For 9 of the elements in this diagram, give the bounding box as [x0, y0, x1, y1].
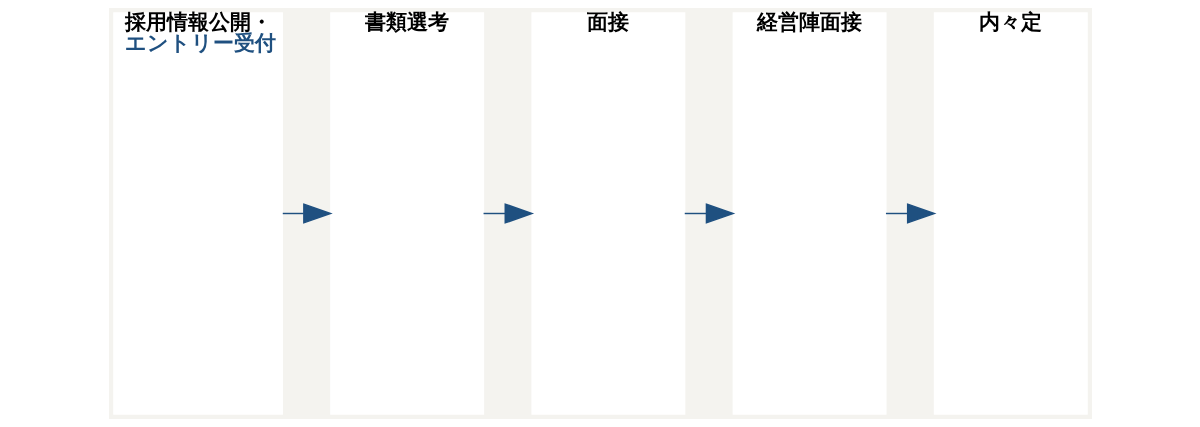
node-box: 面接 [530, 12, 685, 415]
arrow [281, 203, 333, 224]
node-box: 内々定 [933, 12, 1088, 415]
arrow [482, 203, 534, 224]
node-box: 採用情報公開・ エントリー受付 [112, 12, 283, 415]
arrow [683, 203, 735, 224]
arrow [884, 203, 936, 224]
node-box: 経営陣面接 [732, 12, 887, 415]
node-box: 書類選考 [329, 12, 484, 415]
